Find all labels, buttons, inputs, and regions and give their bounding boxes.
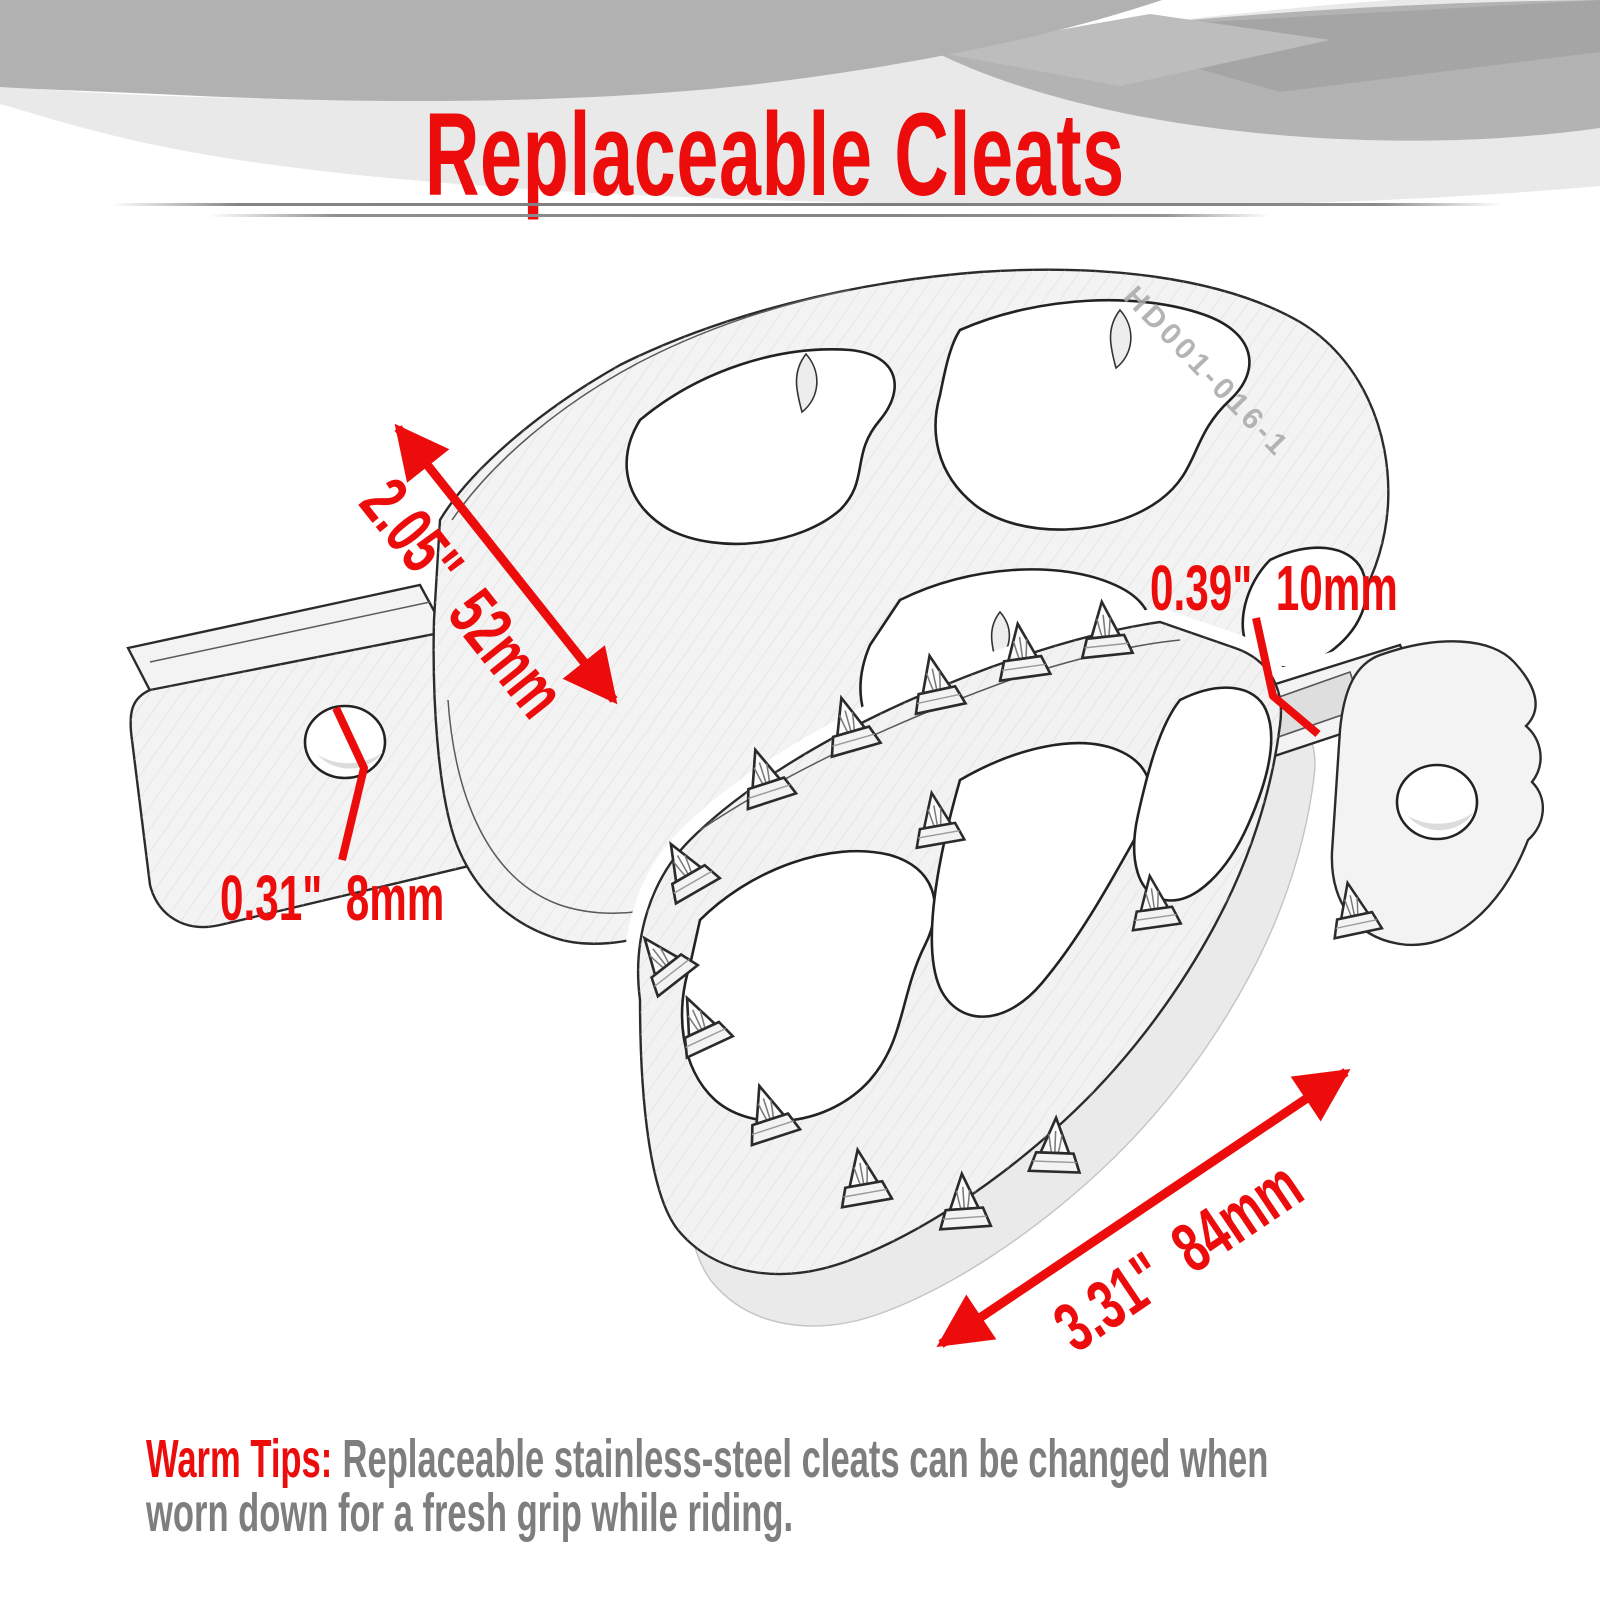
cleat-size-leader-line (1252, 617, 1321, 738)
warm-tips-line-2: worn down for a fresh grip while riding. (146, 1486, 1268, 1540)
warm-tips-text-2: worn down for a fresh grip while riding. (146, 1483, 794, 1543)
large-peg-clevis-slot (1198, 670, 1364, 762)
mount-hole-label: 0.31" 8mm (220, 862, 445, 934)
warm-tips-note: Warm Tips:Replaceable stainless-steel cl… (146, 1432, 1268, 1540)
small-peg-cutout (934, 298, 1251, 531)
large-peg-mount-hole (1395, 763, 1479, 841)
small-peg-cutout (859, 568, 1153, 777)
large-foot-peg-sketch (623, 597, 1545, 1327)
large-peg-cutout (680, 849, 937, 1123)
page-title: Replaceable Cleats (0, 96, 1600, 214)
small-peg-mount-hole (303, 704, 387, 780)
large-peg-cutout (1132, 686, 1273, 902)
header-swoosh-right-light (935, 14, 1330, 86)
title-divider-line-2 (208, 214, 1270, 217)
cleat-size-label: 0.39" 10mm (1150, 552, 1398, 624)
small-peg-length-label: 2.05" 52mm (345, 464, 581, 732)
warm-tips-label: Warm Tips: (146, 1429, 333, 1489)
small-peg-cutout (625, 348, 896, 546)
header-swoosh-graphic (0, 0, 1600, 206)
large-peg-body (636, 620, 1283, 1276)
header-swoosh-left (0, 0, 1162, 101)
large-peg-clevis-bar (1143, 643, 1430, 792)
warm-tips-line-1: Warm Tips:Replaceable stainless-steel cl… (146, 1432, 1268, 1486)
large-peg-length-label: 3.31" 84mm (1040, 1145, 1316, 1367)
page-title-text: Replaceable Cleats (425, 89, 1125, 221)
mount-hole-leader-line (332, 706, 368, 861)
large-peg-cutout (930, 741, 1152, 1018)
warm-tips-text-1: Replaceable stainless-steel cleats can b… (342, 1429, 1269, 1489)
title-divider-line-1 (112, 203, 1502, 206)
small-peg-clevis-prong (126, 583, 454, 712)
cleat-studs (623, 597, 1384, 1231)
engraving-text: HD001-016-1 (1117, 280, 1296, 464)
large-peg-clevis-plate (1330, 640, 1545, 947)
